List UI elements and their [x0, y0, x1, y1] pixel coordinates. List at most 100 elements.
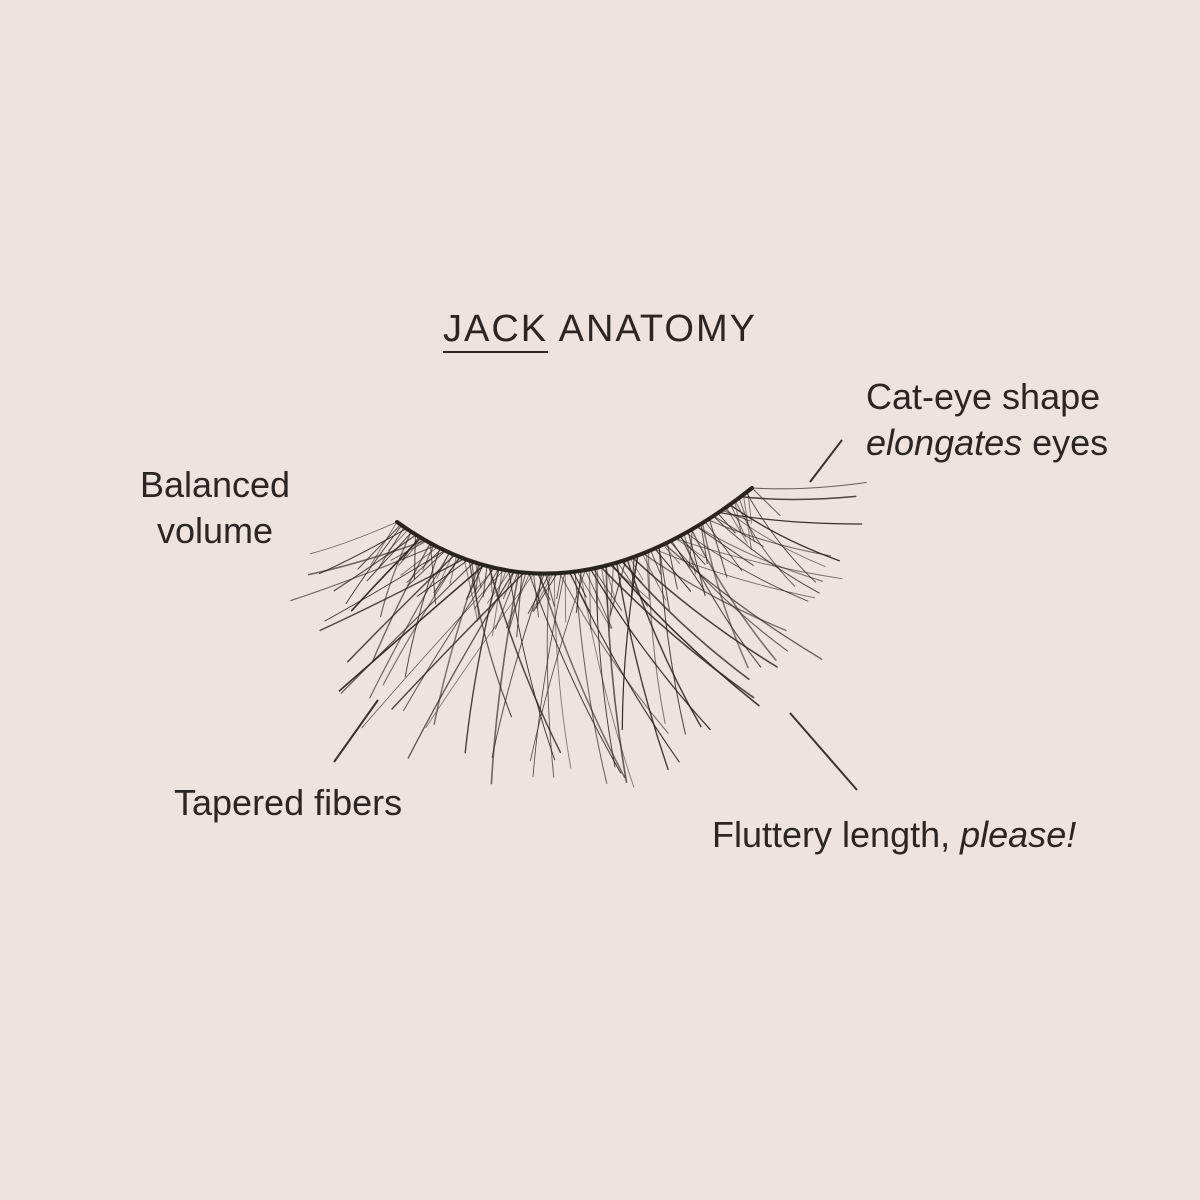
lash-hair-short [502, 571, 515, 600]
callout-fluttery-emphasis: please! [960, 814, 1077, 855]
lash-hairs [290, 481, 867, 788]
lash-hair [616, 562, 669, 771]
lash-hair-short [531, 573, 554, 612]
lash-hair-short [629, 558, 644, 581]
lash-hair-short [400, 546, 439, 576]
title-product-name: JACK [442, 308, 549, 350]
callout-cat-eye-emphasis: elongates [866, 422, 1023, 463]
lash-hair-short [390, 540, 427, 561]
lash-hair-short [486, 570, 511, 604]
lash-hair [712, 515, 820, 594]
callout-cat-eye-line2: elongates eyes [866, 420, 1108, 466]
callout-tapered-fibers: Tapered fibers [174, 780, 402, 826]
lash-hair [532, 572, 566, 778]
lash-hair [740, 495, 857, 501]
lash-hair [407, 570, 515, 759]
lash-hair-short [708, 518, 728, 578]
lash-hair-short [751, 487, 781, 517]
lash-hair-short [650, 550, 662, 575]
lash-hair [553, 572, 572, 769]
callout-fluttery-length: Fluttery length, please! [712, 812, 1076, 858]
lash-hair [734, 500, 796, 587]
lash-hair [663, 543, 823, 660]
callout-balanced-line1: Balanced [139, 464, 291, 505]
lash-hair-short [401, 536, 420, 561]
lash-hair [658, 545, 686, 735]
lash-hair-short [645, 552, 650, 599]
lash-hair-short [679, 535, 706, 566]
lash-hair-short [397, 538, 424, 566]
lash-hair [605, 564, 628, 783]
lash-hair-short [516, 572, 523, 638]
lash-hair-short [696, 526, 754, 567]
callout-cat-eye-rest: eyes [1022, 422, 1109, 463]
lash-hair-short [568, 572, 591, 612]
lash-hair-short [608, 563, 615, 632]
callout-balanced-volume: Balanced volume [110, 462, 320, 554]
lash-hair [433, 563, 480, 725]
lash-hair-short [725, 507, 748, 544]
lash-hair-short [536, 573, 542, 609]
lash-hair [642, 552, 787, 632]
lash-hair [361, 569, 505, 729]
lash-hair [653, 548, 816, 599]
lash-hair [372, 542, 432, 662]
lash-hair-short [407, 550, 446, 587]
lash-hair-short [490, 566, 493, 593]
lash-hair-short [666, 542, 678, 590]
lash-hair [631, 556, 778, 668]
lash-hair-short [730, 503, 747, 538]
lash-hair [589, 568, 711, 731]
lash-band [395, 486, 754, 576]
lash-hair-short [662, 544, 681, 565]
lash-hair [346, 554, 456, 663]
lash-hair-short [592, 568, 623, 611]
lash-hair [674, 538, 843, 580]
lash-hair [751, 481, 867, 490]
lash-hair [307, 539, 427, 576]
lash-hair-short [609, 559, 627, 617]
leader-line-tapered [333, 699, 379, 763]
lash-hair-short [742, 494, 752, 551]
lash-hair [647, 550, 666, 725]
lash-hair [600, 566, 755, 699]
lash-hair [333, 534, 417, 592]
lash-hair [696, 525, 823, 582]
lash-hair [579, 570, 635, 788]
lash-hair [621, 560, 750, 681]
lash-hair [669, 540, 789, 652]
lash-hair [626, 558, 702, 728]
leader-line-cat-eye [809, 439, 843, 483]
lash-hair [338, 564, 485, 692]
lash-hair [508, 570, 556, 761]
lash-hair [569, 571, 680, 763]
lash-hair [391, 571, 525, 710]
callout-tapered-text: Tapered fibers [174, 782, 403, 823]
lash-hair-short [416, 559, 469, 598]
lash-hair-short [641, 553, 667, 601]
lash-hair [574, 571, 608, 785]
callout-balanced-line2: volume [156, 510, 274, 551]
lash-hair-short [436, 552, 450, 580]
lash-hair-short [605, 565, 616, 601]
lash-hair-short [658, 546, 670, 611]
callout-cat-eye-shape: Cat-eye shape elongates eyes [866, 374, 1108, 466]
lash-hair-short [670, 540, 705, 591]
lash-hair-short [370, 521, 398, 566]
lash-hair-short [537, 573, 551, 601]
page-title: JACK ANATOMY [0, 308, 1200, 351]
lash-hair-short [621, 560, 643, 583]
lash-hair-short [473, 568, 500, 610]
lash-hair-short [717, 512, 736, 534]
lash-hair-short [533, 573, 539, 618]
lash-hair [464, 568, 500, 754]
lash-hair [690, 528, 777, 661]
lash-hair-short [576, 571, 612, 630]
lash-hair [345, 524, 403, 605]
lash-hair-short [575, 570, 582, 613]
lash-hair [319, 558, 466, 632]
title-anatomy-word: ANATOMY [558, 308, 757, 350]
callout-fluttery-text: Fluttery length, [712, 814, 961, 855]
lash-hair-short [532, 572, 558, 612]
